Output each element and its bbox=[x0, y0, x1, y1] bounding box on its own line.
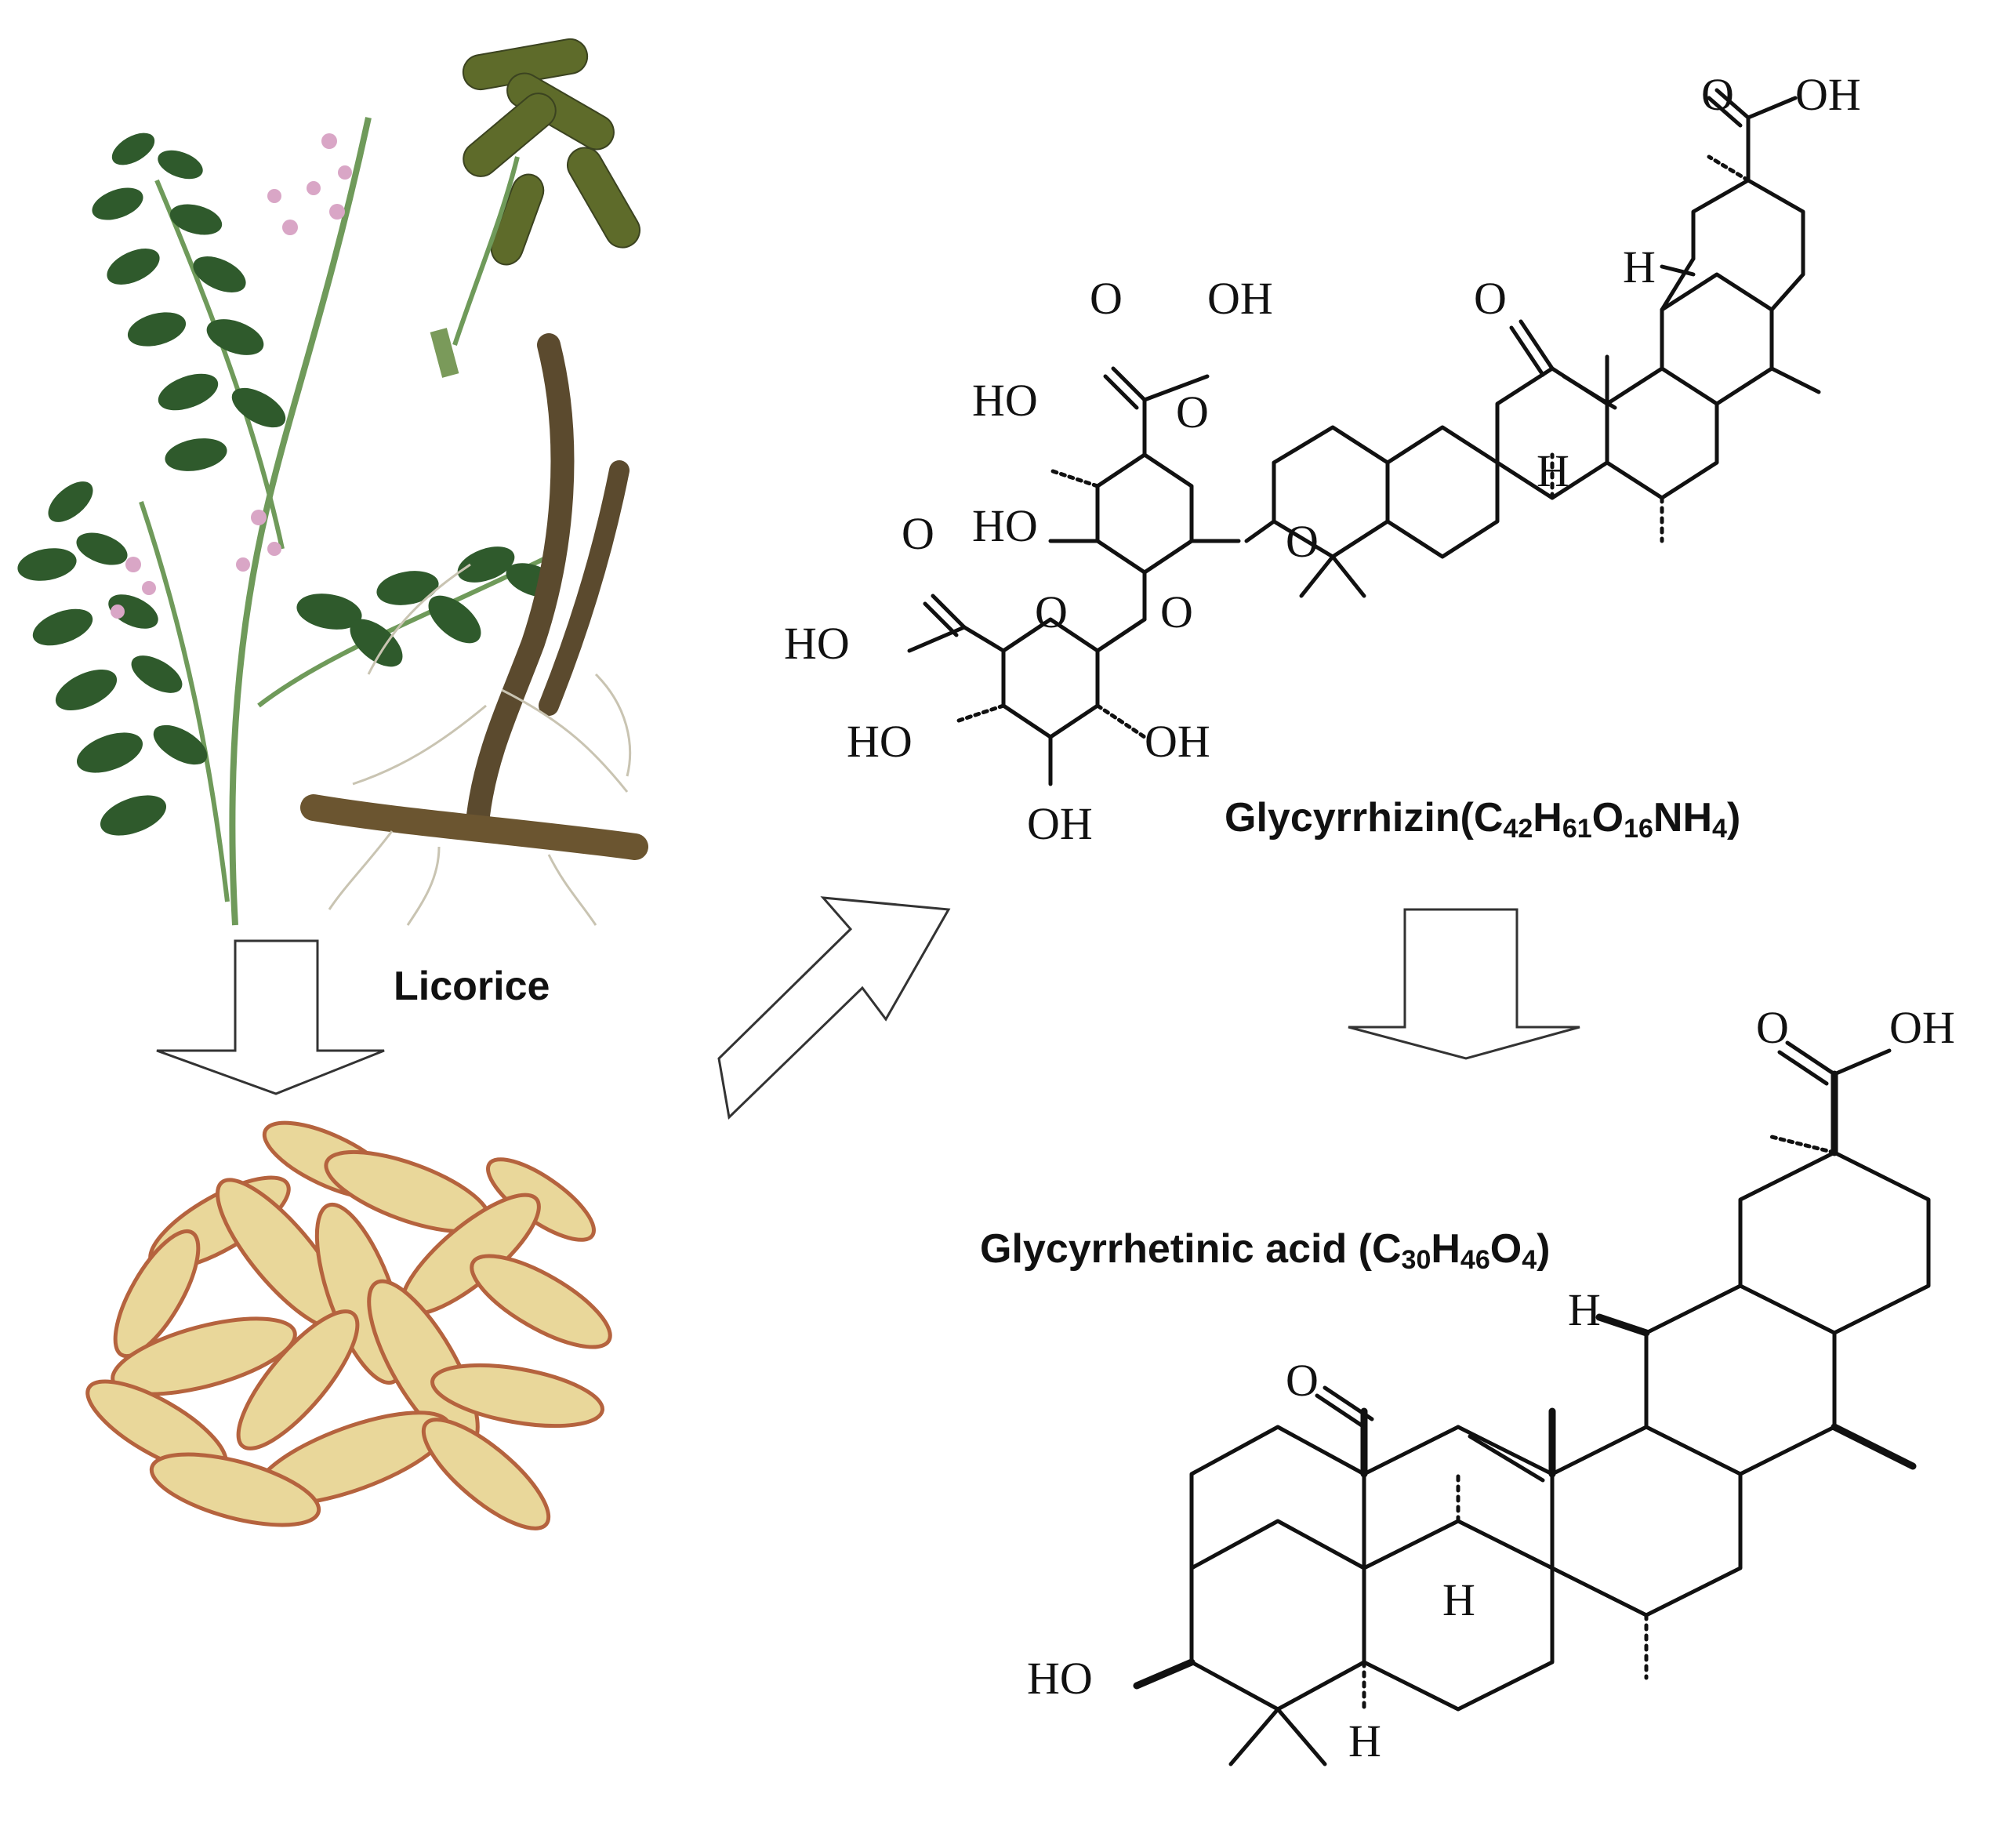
atom-ho: HO bbox=[972, 500, 1038, 551]
atom-h: H bbox=[1442, 1574, 1475, 1625]
glycyrrhetinic-acid-atom-labels: O OH H O H HO H bbox=[1027, 1002, 1955, 1766]
atom-oh: OH bbox=[1207, 273, 1273, 324]
diagonal-arrow bbox=[717, 896, 951, 1120]
atom-h: H bbox=[1623, 241, 1656, 292]
atom-ho: HO bbox=[972, 375, 1038, 426]
licorice-plant-illustration bbox=[17, 38, 648, 926]
atom-o: O bbox=[1035, 586, 1068, 637]
glycyrrhetinic-acid-label: Glycyrrhetinic acid (C30H46O4) bbox=[980, 1226, 1550, 1275]
atom-oh: OH bbox=[1027, 798, 1093, 849]
atom-h: H bbox=[1568, 1284, 1601, 1335]
atom-o: O bbox=[1176, 387, 1209, 437]
atom-o: O bbox=[1756, 1002, 1789, 1053]
down-arrow-glycyrrhizin bbox=[1348, 908, 1580, 1060]
atom-o: O bbox=[1090, 273, 1123, 324]
atom-ho: HO bbox=[1027, 1653, 1093, 1704]
atom-o: O bbox=[1286, 516, 1319, 567]
glycyrrhizin-structure bbox=[907, 88, 1821, 786]
atom-o: O bbox=[902, 508, 934, 559]
atom-o: O bbox=[1701, 69, 1734, 120]
down-arrow-licorice bbox=[156, 939, 385, 1095]
atom-ho: HO bbox=[784, 618, 850, 669]
atom-o: O bbox=[1474, 273, 1507, 324]
licorice-slices-photo bbox=[85, 1120, 612, 1530]
atom-h: H bbox=[1348, 1715, 1381, 1766]
atom-o: O bbox=[1160, 586, 1193, 637]
glycyrrhetinic-acid-structure bbox=[1133, 1040, 1931, 1766]
atom-h: H bbox=[1537, 445, 1569, 496]
atom-oh: OH bbox=[1145, 716, 1210, 767]
atom-oh: OH bbox=[1795, 69, 1861, 120]
licorice-label: Licorice bbox=[394, 964, 550, 1009]
atom-oh: OH bbox=[1889, 1002, 1955, 1053]
atom-ho: HO bbox=[847, 716, 913, 767]
glycyrrhizin-atom-labels: O OH H O H O OH O HO HO O O O O HO HO OH… bbox=[784, 69, 1861, 849]
glycyrrhizin-label: Glycyrrhizin(C42H61O16NH4) bbox=[1225, 795, 1740, 844]
atom-o: O bbox=[1286, 1355, 1319, 1406]
